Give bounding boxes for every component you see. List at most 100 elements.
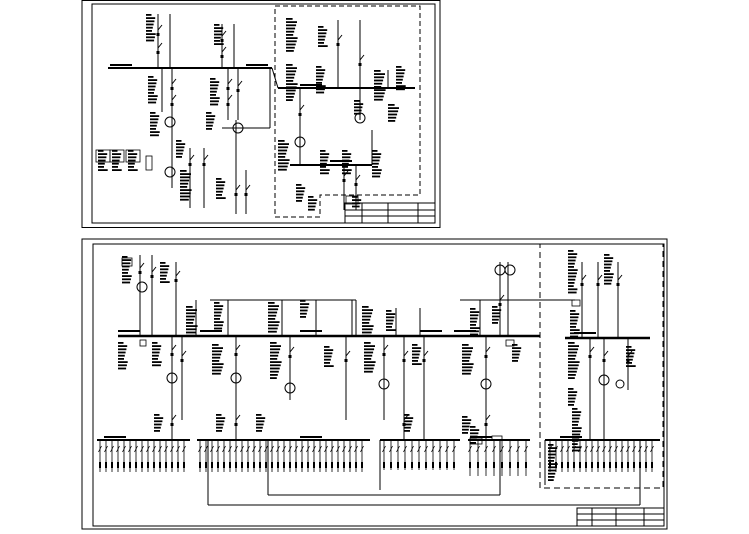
switch-icon (98, 445, 102, 453)
annotation-line (300, 303, 310, 305)
feeder-label-mark (418, 462, 420, 468)
annotation-line (112, 153, 122, 155)
annotation-line (216, 190, 223, 193)
switch-icon (122, 445, 126, 453)
annotation-line (512, 350, 521, 353)
switch-icon (603, 350, 609, 357)
annotation-line (548, 453, 556, 456)
annotation-line (352, 202, 361, 205)
annotation-line (386, 322, 393, 325)
annotation-block (150, 112, 160, 137)
annotation-line (270, 374, 278, 376)
annotation-line (568, 374, 576, 376)
annotation-line (362, 306, 369, 308)
annotation-line (568, 285, 574, 287)
annotation-line (470, 317, 478, 320)
feeder-label-mark (639, 462, 641, 468)
annotation-line (210, 87, 218, 90)
annotation-line (160, 278, 166, 280)
bus-label-mark (420, 330, 442, 332)
switch-icon (203, 154, 209, 161)
switch-icon (403, 414, 409, 421)
annotation-line (270, 367, 280, 370)
switch-icon (235, 344, 241, 351)
annotation-line (270, 354, 279, 357)
annotation-line (374, 89, 386, 91)
annotation-block (216, 178, 226, 199)
annotation-block (154, 414, 164, 432)
bus-label-mark (330, 160, 352, 162)
feeder-label-mark (390, 462, 392, 468)
annotation-line (308, 205, 316, 208)
feeder-label-mark (283, 462, 285, 468)
annotation-line (214, 314, 221, 317)
annotation-block (152, 342, 162, 367)
annotation-line (180, 192, 191, 195)
annotation-line (296, 200, 302, 202)
annotation-line (548, 466, 557, 469)
annotation-line (386, 326, 392, 328)
annotation-line (152, 358, 158, 360)
annotation-line (270, 361, 282, 363)
annotation-line (604, 263, 612, 266)
annotation-block (512, 344, 522, 362)
feeder-label-mark (555, 462, 557, 468)
annotation-line (318, 26, 324, 28)
annotation-line (98, 150, 104, 152)
annotation-line (374, 92, 385, 95)
annotation-block (404, 414, 414, 432)
annotation-line (278, 156, 286, 158)
annotation-block (148, 76, 158, 104)
feeder-label-mark (509, 462, 511, 468)
annotation-line (372, 156, 381, 159)
feeder-label-mark (633, 462, 635, 468)
feeder-label-mark (159, 462, 161, 468)
annotation-line (128, 150, 134, 152)
annotation-block (186, 306, 198, 337)
annotation-line (278, 168, 287, 171)
annotation-line (150, 112, 156, 114)
bottom-sheet-inner-frame (92, 243, 665, 527)
annotation-line (146, 30, 152, 32)
switch-icon (336, 445, 340, 453)
annotation-line (374, 76, 385, 79)
feeder-label-mark (609, 462, 611, 468)
switch-icon (608, 445, 612, 453)
annotation-line (548, 463, 558, 465)
annotation-line (462, 366, 473, 369)
annotation-line (404, 420, 413, 423)
annotation-line (492, 306, 498, 308)
annotation-line (98, 159, 106, 162)
transformer-icon (294, 136, 306, 148)
annotation-line (470, 308, 476, 310)
annotation-block (318, 26, 328, 47)
annotation-line (268, 308, 279, 311)
transformer-icon (480, 378, 492, 390)
annotation-line (216, 417, 226, 419)
switch-icon (152, 445, 156, 453)
annotation-line (308, 202, 317, 205)
switch-icon (157, 24, 163, 31)
annotation-line (372, 166, 378, 168)
annotation-block (212, 344, 224, 375)
bus-label-mark (300, 330, 322, 332)
annotation-line (374, 79, 384, 82)
breaker-icon (220, 55, 224, 58)
annotation-line (568, 388, 574, 390)
switch-icon (500, 445, 504, 453)
switch-icon (182, 445, 186, 453)
feeder-label-mark (517, 462, 519, 468)
switch-icon (258, 445, 262, 453)
annotation-line (568, 377, 575, 379)
annotation-line (212, 363, 224, 365)
annotation-line (180, 195, 190, 198)
switch-icon (289, 346, 295, 353)
annotation-line (396, 66, 402, 68)
breaker-icon (422, 359, 426, 362)
annotation-block (286, 64, 298, 101)
annotation-block (180, 170, 192, 201)
feeder-label-mark (229, 462, 231, 468)
annotation-line (186, 334, 195, 337)
feeder-label-mark (177, 462, 179, 468)
switch-icon (294, 445, 298, 453)
